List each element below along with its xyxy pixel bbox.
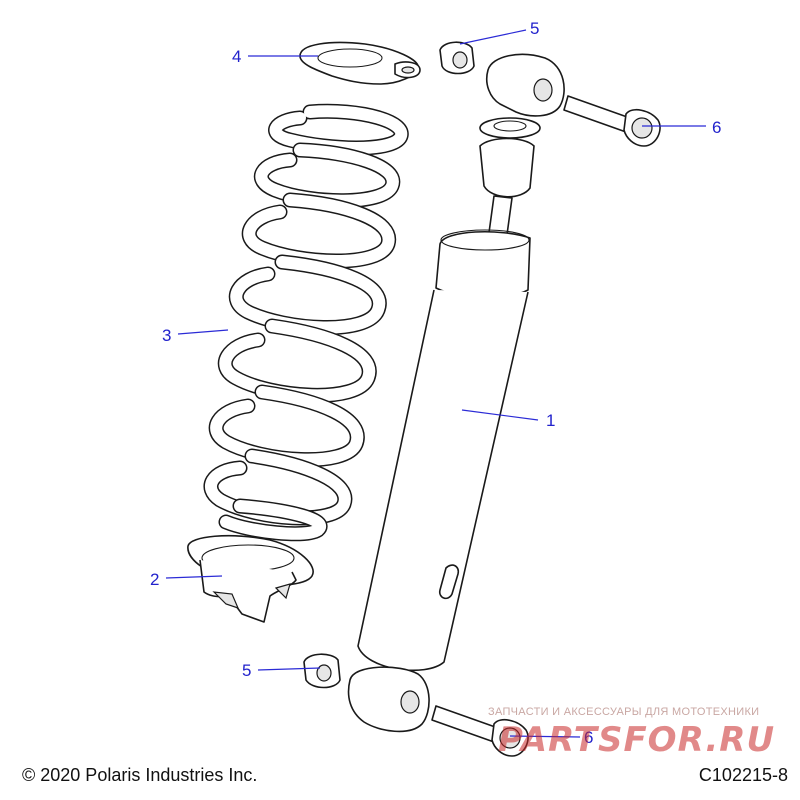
lower-bolt bbox=[431, 705, 529, 757]
leader-2 bbox=[165, 575, 223, 579]
leader-3 bbox=[177, 329, 229, 335]
callout-5-upper: 5 bbox=[530, 19, 539, 38]
callout-5-lower: 5 bbox=[242, 661, 251, 680]
callout-4: 4 bbox=[232, 47, 241, 66]
lower-bushing bbox=[303, 653, 341, 689]
leader-6b bbox=[509, 735, 581, 738]
leader-lines bbox=[165, 29, 706, 738]
copyright-notice: © 2020 Polaris Industries Inc. bbox=[22, 765, 258, 785]
callout-labels: 1 2 3 4 5 5 6 6 bbox=[150, 19, 721, 747]
leader-5b bbox=[257, 667, 321, 671]
leader-1 bbox=[461, 409, 539, 421]
upper-bushing bbox=[439, 41, 475, 75]
upper-spring-retainer bbox=[299, 41, 421, 85]
callout-3: 3 bbox=[162, 326, 171, 345]
coil-spring bbox=[203, 103, 409, 542]
callout-2: 2 bbox=[150, 570, 159, 589]
lower-spring-seat bbox=[187, 534, 314, 623]
upper-bolt bbox=[563, 95, 661, 147]
callout-6-lower: 6 bbox=[584, 728, 593, 747]
leader-5a bbox=[459, 29, 527, 45]
callout-6-upper: 6 bbox=[712, 118, 721, 137]
shock-absorber bbox=[347, 53, 565, 733]
callout-1: 1 bbox=[546, 411, 555, 430]
drawing-number: C102215-8 bbox=[698, 765, 788, 785]
